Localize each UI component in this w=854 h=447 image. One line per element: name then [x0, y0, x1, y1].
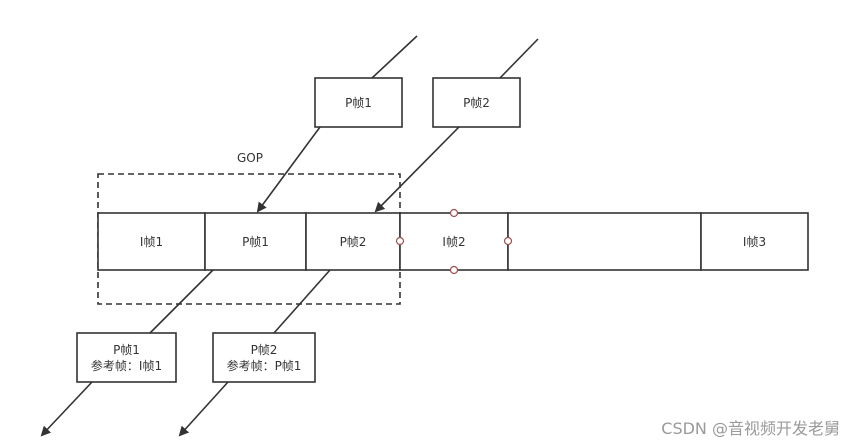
handle-left[interactable]	[395, 236, 405, 246]
incoming-label-p1: P帧1	[345, 95, 372, 110]
incoming-box-p1	[314, 77, 403, 128]
outgoing-box-text-p2: P帧2 参考帧：P帧1	[213, 333, 315, 382]
incoming-line-top-p2	[499, 38, 539, 79]
outgoing-box-p1	[76, 332, 177, 383]
handle-top[interactable]	[449, 208, 459, 218]
frame-cell-p2	[305, 212, 401, 271]
handle-bottom[interactable]	[449, 265, 459, 275]
frame-label-i2: I帧2	[442, 235, 466, 249]
frame-label-i3: I帧3	[742, 235, 767, 249]
outgoing-arrow-p2	[178, 381, 229, 437]
watermark: CSDN @音视频开发老舅	[661, 419, 840, 438]
outgoing-line-top-p1	[149, 269, 214, 334]
incoming-box-p2	[432, 77, 521, 128]
frame-strip	[97, 212, 809, 271]
outgoing-p1-line2: 参考帧：I帧1	[90, 358, 163, 373]
frame-label-p1: P帧1	[242, 235, 269, 249]
outgoing-line-top-p2	[273, 269, 331, 334]
frame-cell-i1	[97, 212, 206, 271]
incoming-label-p2: P帧2	[463, 95, 490, 110]
gop-dashed-boundary	[97, 173, 401, 305]
incoming-line-top-p1	[371, 35, 418, 79]
outgoing-p2-line1: P帧2	[250, 342, 278, 357]
selection-handles[interactable]	[395, 208, 513, 275]
frame-label-p2: P帧2	[339, 235, 367, 249]
gop-label: GOP	[237, 151, 263, 165]
outgoing-box-text-p1: P帧1 参考帧：I帧1	[77, 333, 176, 382]
incoming-arrow-p2	[374, 126, 460, 213]
frame-cell-i3	[700, 212, 809, 271]
outgoing-p2-line2: 参考帧：P帧1	[226, 358, 302, 373]
incoming-arrow-p1	[256, 126, 321, 213]
outgoing-p1-line1: P帧1	[113, 342, 140, 357]
outgoing-box-p2	[212, 332, 316, 383]
frame-label-blank	[508, 213, 701, 270]
frame-label-i1: I帧1	[139, 235, 164, 249]
handle-right[interactable]	[503, 236, 513, 246]
frame-cell-p1	[204, 212, 307, 271]
outgoing-arrow-p1	[40, 381, 93, 437]
